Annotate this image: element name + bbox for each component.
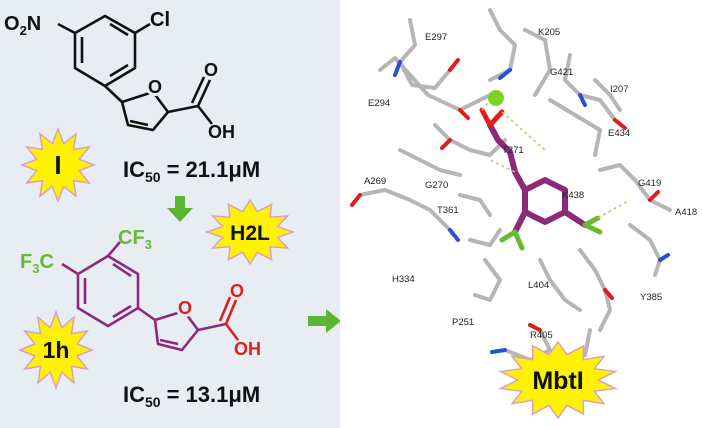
ic50-1h-prefix: IC: [123, 382, 145, 407]
badge-h2l: H2L: [204, 198, 296, 266]
residue-labels: E297 K205 G421 I207 E294 E434 T271 A269 …: [364, 27, 697, 341]
badge-mbti: MbtI: [498, 340, 618, 420]
compound-1h-ring-o: O: [178, 298, 192, 318]
res-g421: G421: [550, 67, 573, 78]
ic50-i-prefix: IC: [123, 157, 145, 182]
res-l404: L404: [528, 280, 549, 291]
res-p251: P251: [452, 317, 474, 328]
svg-text:F3C: F3C: [20, 251, 54, 276]
down-arrow-icon: [167, 196, 193, 222]
badge-1h-label: 1h: [43, 337, 70, 363]
cf3-right-c: CF: [118, 227, 145, 249]
compound-i-oh: OH: [208, 122, 235, 142]
badge-h2l-label: H2L: [230, 222, 270, 245]
ligand-1h: [487, 122, 588, 235]
hydrogen-bonds: [481, 94, 631, 219]
res-k205: K205: [538, 27, 560, 38]
badge-i: I: [19, 126, 97, 204]
right-arrow-icon: [308, 309, 341, 333]
magnesium-ion: [488, 90, 504, 106]
ic50-1h-value: = 13.1μM: [167, 382, 261, 407]
badge-1h: 1h: [17, 309, 95, 391]
compound-i-o2n-n: N: [27, 13, 41, 35]
res-h334: H334: [392, 274, 415, 285]
ic50-i-sub: 50: [145, 169, 161, 185]
res-r405: R405: [530, 330, 553, 341]
cf3-right-sub: 3: [145, 237, 152, 252]
svg-text:O2N: O2N: [4, 13, 41, 38]
res-e434: E434: [608, 128, 630, 139]
res-y385: Y385: [640, 292, 662, 303]
res-a269: A269: [364, 176, 386, 187]
svg-text:IC50= 21.1μM: IC50 = 21.1μM: [123, 157, 260, 185]
res-g419: G419: [638, 178, 661, 189]
compound-i-structure: [57, 14, 214, 132]
compound-i-carbonyl-o: O: [204, 60, 218, 80]
res-e294: E294: [368, 98, 390, 109]
compound-1h-carboxyl: [218, 296, 240, 341]
res-g270: G270: [425, 180, 448, 191]
ligand-oxygens: [479, 107, 505, 128]
cf3-left-c: C: [39, 251, 53, 273]
badge-mbti-label: MbtI: [532, 367, 583, 395]
res-t271: T271: [502, 145, 524, 156]
compound-i-cl: Cl: [150, 9, 170, 31]
compound-i-o2n-sub: 2: [20, 23, 27, 38]
res-t361: T361: [437, 205, 459, 216]
compound-i-o2n-o: O: [4, 13, 20, 35]
svg-text:IC50= 13.1μM: IC50 = 13.1μM: [123, 382, 260, 410]
heteroatom-accents: [350, 58, 670, 390]
cf3-left-sub: 3: [32, 261, 39, 276]
badge-i-label: I: [54, 150, 61, 180]
chemistry-panel: O2N Cl O O OH I IC50= 21.1μM H2L: [4, 9, 296, 410]
cf3-left-f: F: [20, 251, 32, 273]
ic50-i-value: = 21.1μM: [167, 157, 261, 182]
binding-site-panel: E297 K205 G421 I207 E294 E434 T271 A269 …: [340, 0, 703, 428]
res-k438: K438: [562, 190, 584, 201]
compound-1h-oh: OH: [234, 339, 261, 359]
ligand-fluorines: [499, 215, 603, 251]
compound-i-ring-o: O: [148, 77, 162, 97]
res-a418: A418: [675, 207, 697, 218]
res-e297: E297: [425, 32, 447, 43]
ic50-1h-sub: 50: [145, 394, 161, 410]
protein-sticks: [358, 8, 672, 382]
svg-text:CF3: CF3: [118, 227, 152, 252]
compound-1h-structure: [61, 241, 227, 352]
res-i207: I207: [610, 84, 629, 95]
compound-1h-carbonyl-o: O: [230, 281, 244, 301]
